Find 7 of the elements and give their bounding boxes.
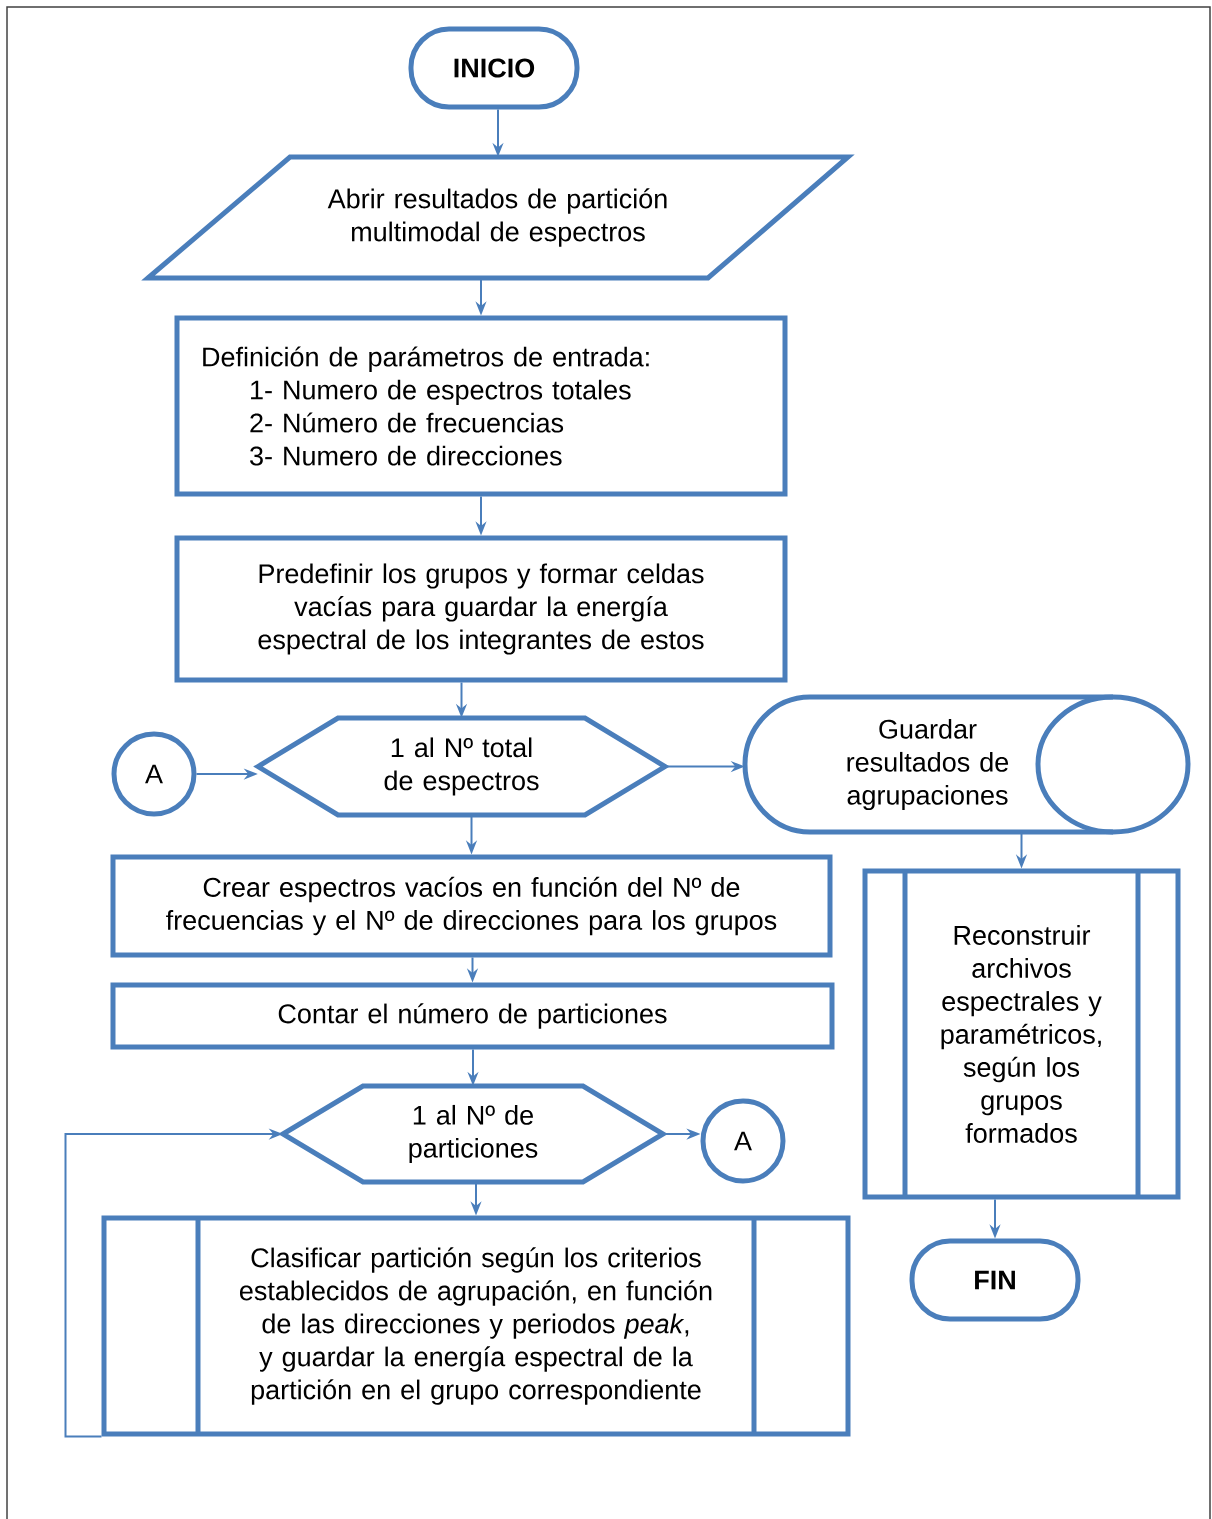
- predefined-process-box: Reconstruir archivos espectrales y paramétricos, según los grupos formados: [862, 868, 1181, 1200]
- process-box: Contar el número de particiones: [110, 982, 835, 1050]
- process-box: Definición de parámetros de entrada: 1- Numero de espectros totales 2- Número de frecuencias 3- Numero de direcciones: [174, 315, 788, 497]
- predefined-process-box: Clasificar partición según los criterios establecidos de agrupación, en función de las direcciones y periodos peak, y guardar la energía espectral de la partición en el grupo correspondiente: [101, 1215, 851, 1437]
- process-box: Predefinir los grupos y formar celdas vacías para guardar la energía espectral de los integrantes de estos: [174, 535, 788, 683]
- node-label: Guardar resultados de agrupaciones: [847, 718, 1009, 811]
- process-box: Crear espectros vacíos en función del Nº de frecuencias y el Nº de direcciones para los grupos: [110, 854, 833, 958]
